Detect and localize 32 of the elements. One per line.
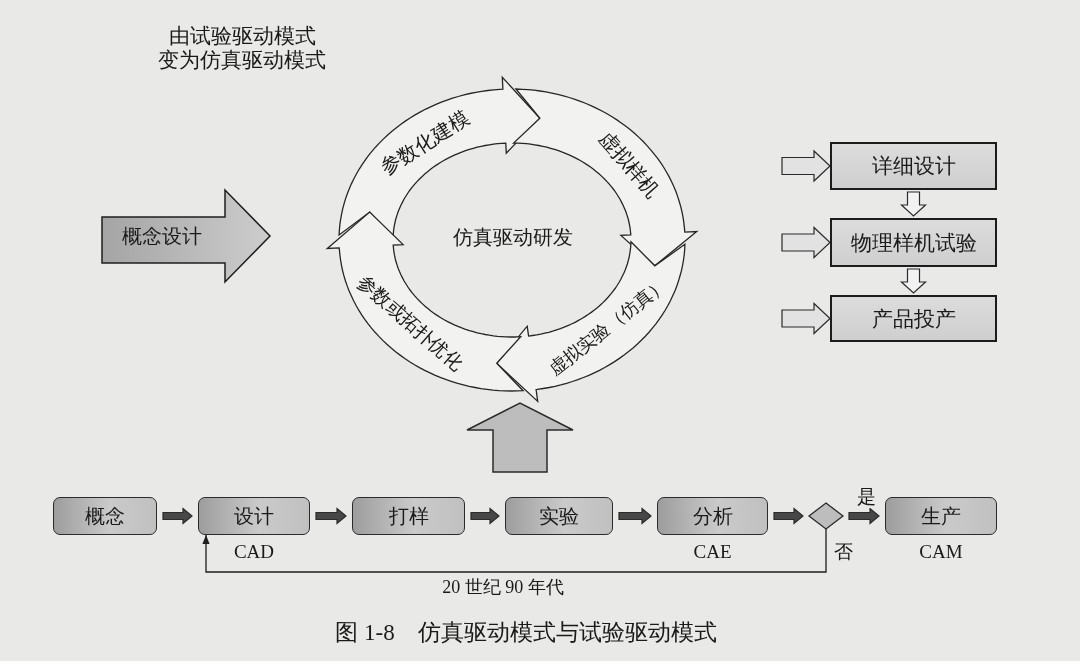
note-label: 20 世纪 90 年代	[442, 577, 564, 598]
block-arrow	[899, 268, 928, 294]
process-box: 概念	[53, 497, 157, 535]
process-box: 实验	[505, 497, 613, 535]
block-arrow	[466, 402, 574, 473]
block-arrow	[781, 302, 831, 335]
process-box: 详细设计	[830, 142, 997, 190]
block-arrow: 概念设计	[102, 190, 270, 282]
arrow	[202, 528, 827, 573]
caption-label: CAE	[693, 541, 732, 563]
figure-caption: 图 1-8 仿真驱动模式与试验驱动模式	[335, 620, 717, 647]
block-arrow	[848, 507, 880, 525]
block-arrow	[781, 149, 831, 183]
process-box: 产品投产	[830, 295, 997, 342]
edge-label: 是	[856, 486, 877, 508]
decision-diamond	[809, 503, 843, 529]
block-arrow	[773, 507, 804, 525]
process-box: 打样	[352, 497, 465, 535]
block-arrow	[470, 507, 500, 525]
process-box: 分析	[657, 497, 768, 535]
caption-label: CAM	[919, 541, 963, 563]
block-arrow	[315, 507, 347, 525]
block-arrow	[781, 226, 831, 259]
heading: 由试验驱动模式变为仿真驱动模式	[158, 24, 326, 72]
block-arrow	[162, 507, 193, 525]
process-box: 生产	[885, 497, 997, 535]
block-arrow	[899, 191, 928, 217]
edge-label: 否	[833, 541, 854, 563]
process-box: 物理样机试验	[830, 218, 997, 267]
caption-label: CAD	[233, 541, 275, 563]
block-arrow	[618, 507, 652, 525]
process-box: 设计	[198, 497, 310, 535]
